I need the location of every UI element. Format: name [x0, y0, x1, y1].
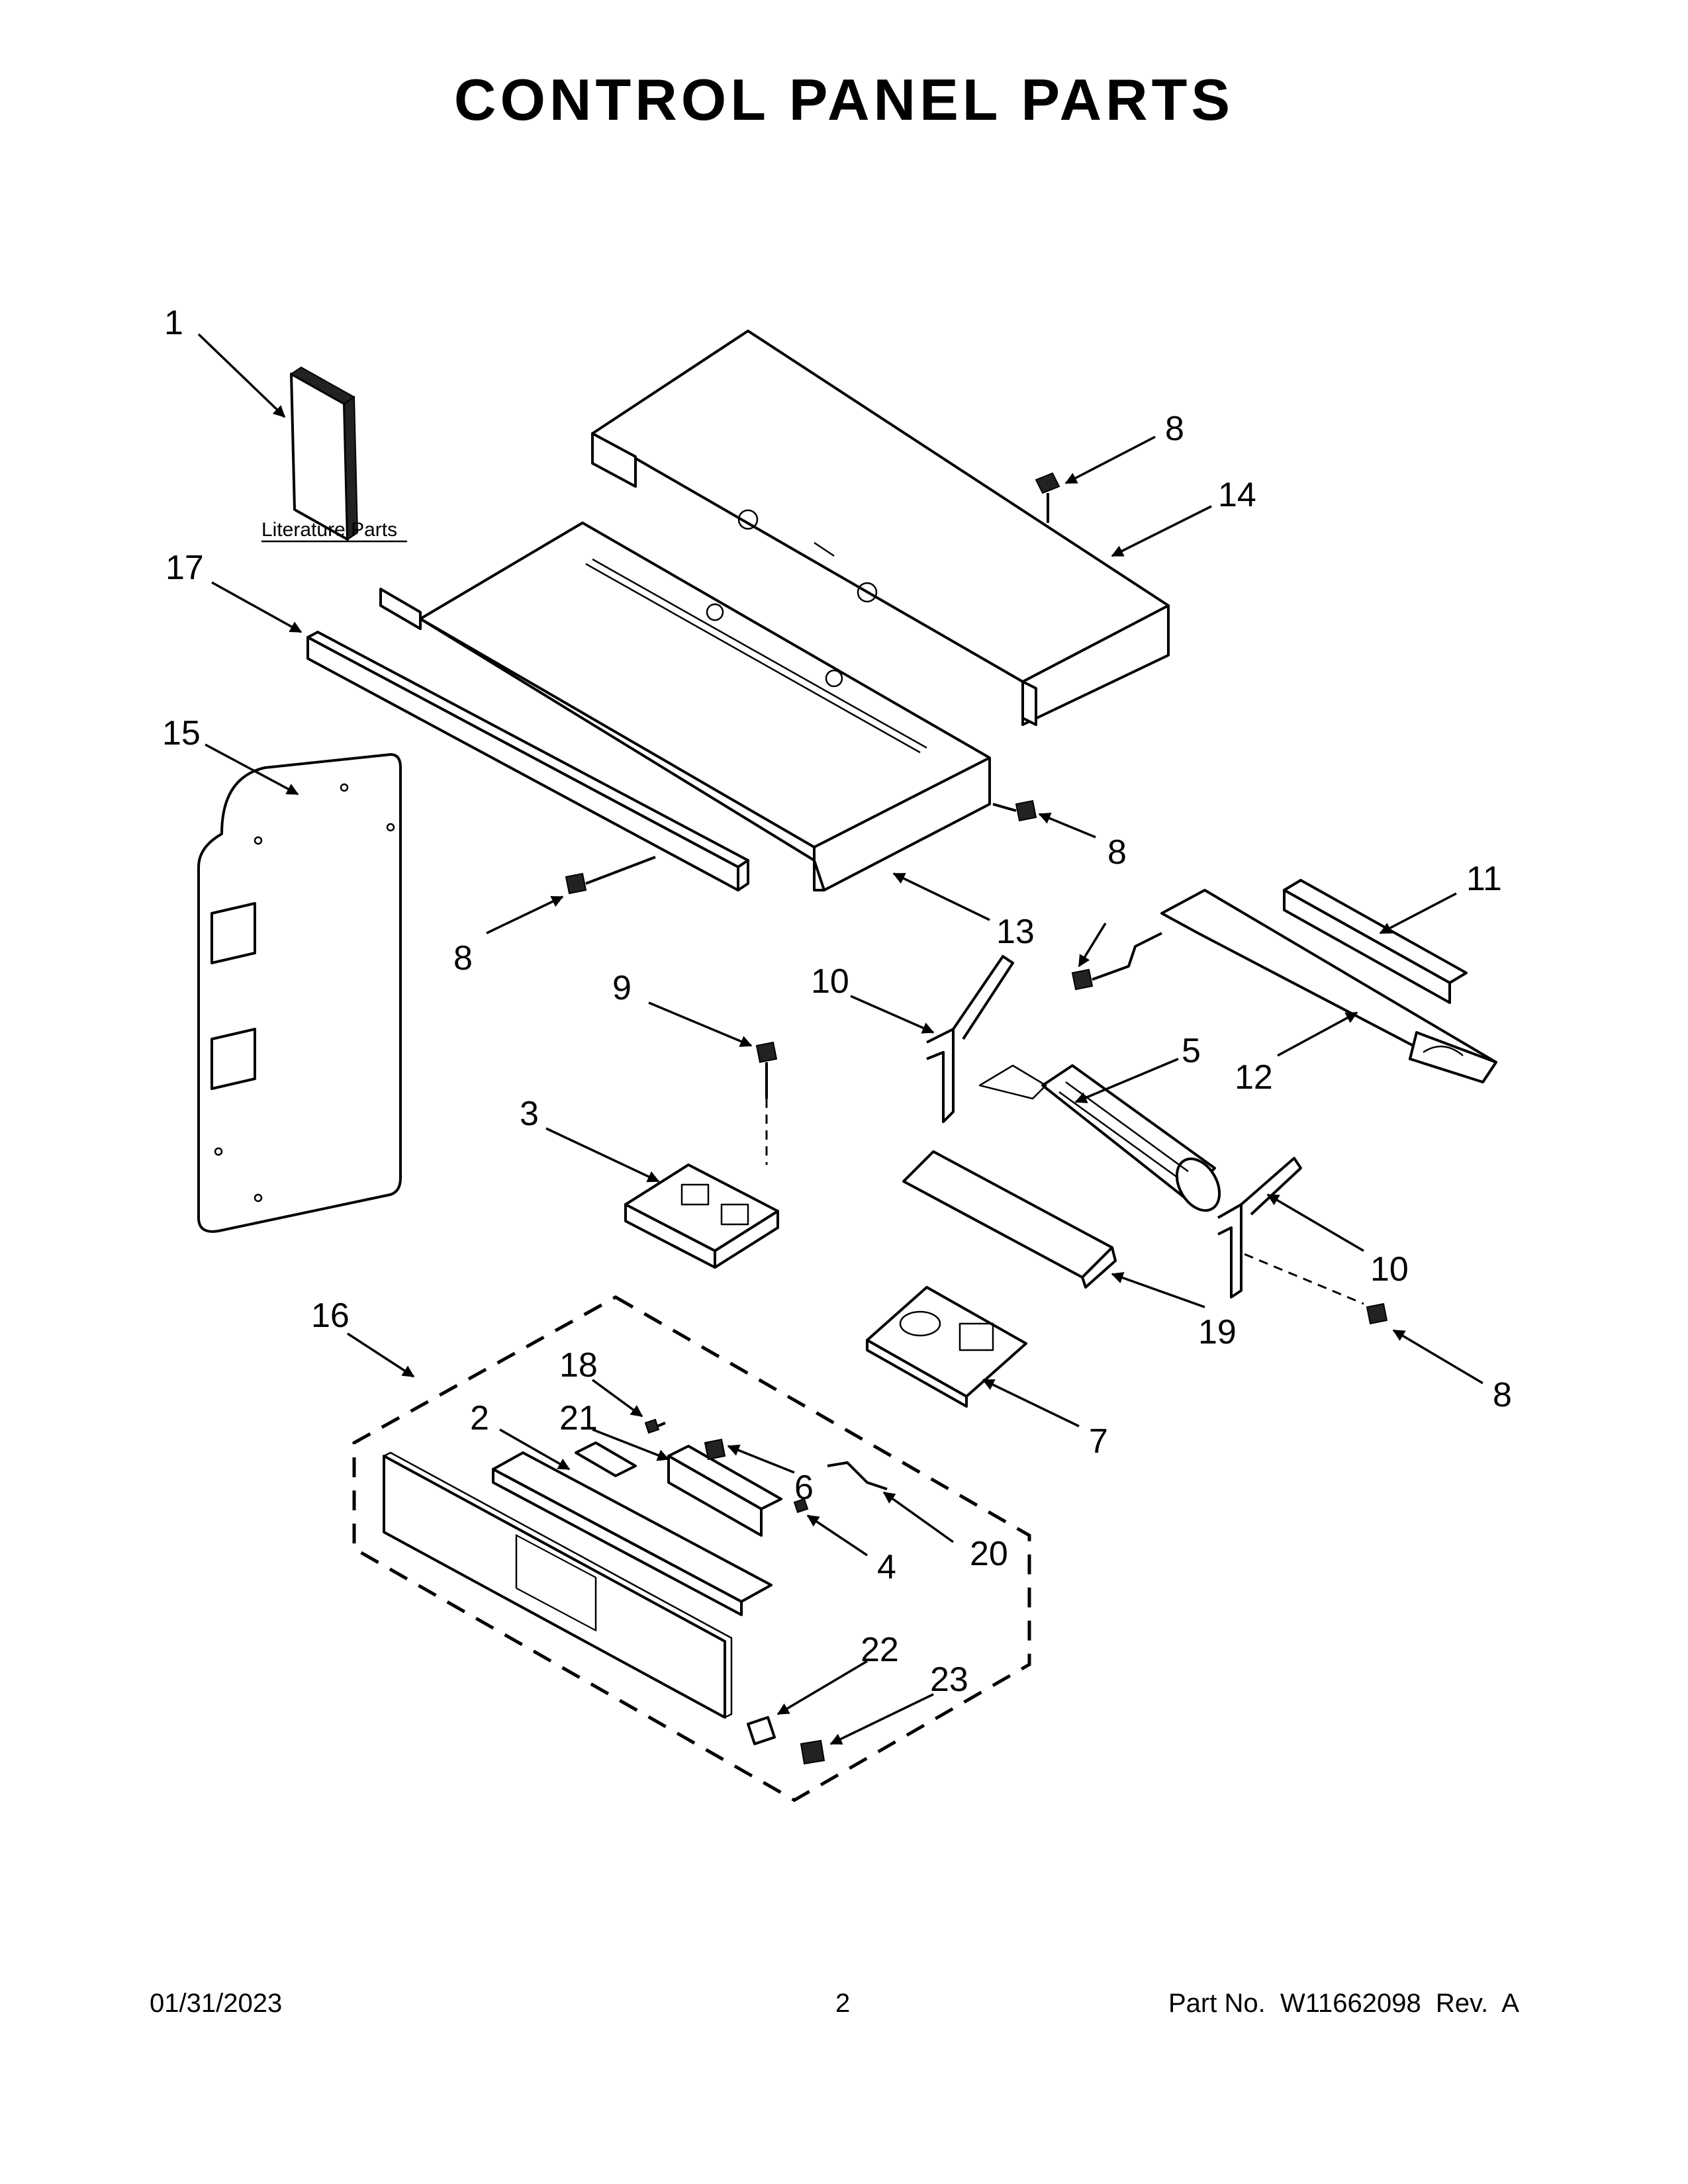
callout-3: 3	[520, 1095, 539, 1133]
callout-22: 22	[861, 1631, 899, 1669]
screw-part-8-top	[1035, 472, 1060, 523]
literature-parts-label: Literature Parts	[261, 519, 397, 541]
callout-12: 12	[1235, 1058, 1273, 1097]
callout-1: 1	[164, 304, 183, 342]
tray-part-13	[379, 522, 991, 891]
screw-part-8-fan	[1071, 932, 1162, 991]
clip-part-18	[644, 1418, 666, 1434]
ui-board-part-21	[492, 1441, 773, 1616]
top-panel-part-14	[591, 330, 1170, 726]
callout-7: 7	[1089, 1422, 1108, 1461]
callout-18: 18	[559, 1346, 598, 1385]
callout-8-fan: 8	[1107, 833, 1127, 872]
harness-part-20	[827, 1461, 888, 1490]
callout-20: 20	[970, 1535, 1008, 1573]
pad-part-22	[747, 1716, 776, 1745]
gasket-strip-part-11	[1283, 879, 1468, 1004]
callout-8-right: 8	[1493, 1376, 1512, 1414]
screw-part-9	[755, 1041, 778, 1165]
console-panel-part-2	[383, 1451, 733, 1719]
callout-16: 16	[311, 1297, 350, 1335]
screw-part-8-left	[565, 856, 656, 895]
board-part-21-sub	[667, 1445, 782, 1537]
footer-page-number: 2	[835, 1989, 851, 2018]
bracket-part-12	[1160, 889, 1497, 1083]
screw-part-8-mid	[992, 799, 1037, 822]
bracket-part-10-left	[926, 955, 1014, 1123]
screw-part-23	[800, 1739, 825, 1765]
callout-14: 14	[1218, 476, 1256, 514]
shield-plate-part-19	[902, 1150, 1117, 1289]
leader-lines	[197, 333, 1483, 1745]
side-panel-part-15	[197, 753, 402, 1233]
callout-23: 23	[930, 1661, 968, 1699]
callout-2: 2	[470, 1399, 489, 1437]
callout-9: 9	[612, 969, 632, 1007]
screw-part-8-right	[1244, 1253, 1388, 1325]
callout-8-left: 8	[453, 939, 473, 978]
callout-13: 13	[996, 913, 1035, 951]
screw-part-4	[793, 1498, 809, 1514]
screw-part-6	[704, 1438, 726, 1461]
footer-date: 01/31/2023	[150, 1989, 283, 2018]
callout-10-right: 10	[1370, 1250, 1409, 1289]
control-module-part-3	[624, 1163, 779, 1269]
control-assembly-box-part-16	[352, 1295, 1031, 1802]
callout-19: 19	[1198, 1313, 1237, 1351]
bracket-part-10-right	[1217, 1157, 1302, 1298]
callout-10-left: 10	[811, 962, 849, 1001]
power-board-part-7	[866, 1286, 1027, 1408]
callout-8-top: 8	[1165, 410, 1184, 448]
literature-booklet-part-1	[290, 366, 359, 541]
callout-11: 11	[1466, 860, 1502, 898]
callout-15: 15	[162, 714, 201, 752]
callout-4: 4	[877, 1548, 896, 1586]
callout-5: 5	[1182, 1032, 1201, 1070]
page-title: CONTROL PANEL PARTS	[453, 67, 1235, 132]
callout-6: 6	[794, 1469, 814, 1507]
callout-17: 17	[165, 549, 204, 587]
front-rail-part-17	[306, 631, 749, 891]
footer-part-number: Part No. W11662098 Rev. A	[1168, 1989, 1519, 2018]
callout-21: 21	[559, 1399, 598, 1437]
